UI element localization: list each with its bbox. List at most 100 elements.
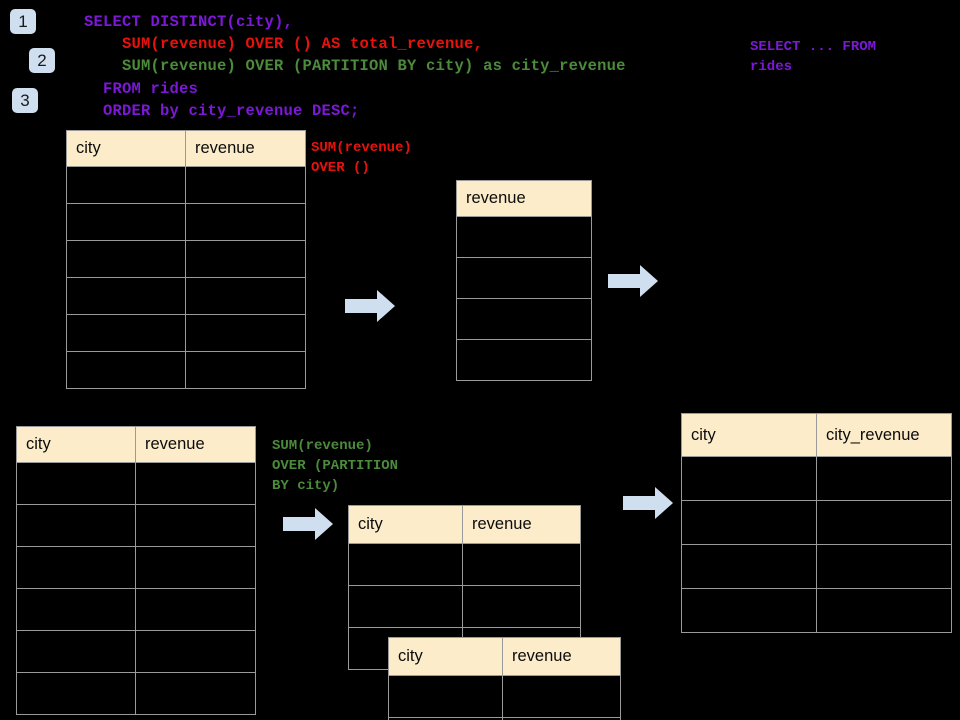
table-row <box>388 717 621 720</box>
cell-revenue <box>135 672 256 715</box>
cell-revenue <box>462 585 581 628</box>
cell-city <box>16 588 136 631</box>
table-row <box>681 588 952 633</box>
city-revenue-result-table: city city_revenue <box>681 413 952 633</box>
cell-city <box>16 462 136 505</box>
column-header-city-revenue: city_revenue <box>816 413 952 457</box>
cell-revenue <box>456 216 592 258</box>
cell-city <box>66 314 186 352</box>
table-row <box>66 351 306 389</box>
table-row <box>66 277 306 315</box>
cell-revenue <box>135 504 256 547</box>
cell-revenue <box>462 543 581 586</box>
arrow-rides-to-partition <box>283 508 333 545</box>
cell-revenue <box>185 314 306 352</box>
cell-city <box>388 675 503 718</box>
cell-city <box>348 543 463 586</box>
cell-revenue <box>185 240 306 278</box>
cell-revenue <box>135 546 256 589</box>
table-row <box>16 546 256 589</box>
sql-line-select-distinct: SELECT DISTINCT(city), <box>84 13 294 31</box>
cell-city <box>66 166 186 204</box>
rides-source-table-top: city revenue <box>66 130 306 389</box>
cell-city <box>348 585 463 628</box>
cell-city <box>16 546 136 589</box>
table-row <box>66 203 306 241</box>
column-header-revenue: revenue <box>135 426 256 463</box>
partition-group-table-front: city revenue <box>388 637 621 720</box>
table-header-row: city revenue <box>348 505 581 544</box>
cell-city <box>681 544 817 589</box>
cell-city <box>681 500 817 545</box>
cell-city-revenue <box>816 544 952 589</box>
sql-line-order-by: ORDER by city_revenue DESC; <box>84 102 360 120</box>
table-row <box>16 462 256 505</box>
cell-revenue <box>185 203 306 241</box>
column-header-revenue: revenue <box>502 637 621 676</box>
cell-revenue <box>502 675 621 718</box>
table-header-row: revenue <box>456 180 592 217</box>
table-header-row: city revenue <box>388 637 621 676</box>
table-row <box>456 339 592 381</box>
cell-revenue <box>456 298 592 340</box>
table-row <box>66 166 306 204</box>
cell-revenue <box>185 277 306 315</box>
column-header-city: city <box>388 637 503 676</box>
table-row <box>66 240 306 278</box>
annotation-select-from-rides: SELECT ... FROM rides <box>750 39 877 75</box>
cell-city <box>681 456 817 501</box>
cell-city <box>16 504 136 547</box>
cell-city <box>66 203 186 241</box>
table-row <box>66 314 306 352</box>
table-row <box>16 588 256 631</box>
table-row <box>681 456 952 501</box>
cell-revenue <box>185 166 306 204</box>
cell-revenue <box>135 462 256 505</box>
cell-revenue <box>502 717 621 720</box>
cell-city <box>66 277 186 315</box>
table-header-row: city revenue <box>66 130 306 167</box>
cell-city <box>16 672 136 715</box>
table-row <box>348 585 581 628</box>
column-header-revenue: revenue <box>456 180 592 217</box>
table-row <box>681 500 952 545</box>
table-row <box>16 630 256 673</box>
table-row <box>388 675 621 718</box>
rides-source-table-bottom: city revenue <box>16 426 256 715</box>
cell-city <box>66 240 186 278</box>
cell-revenue <box>135 588 256 631</box>
sql-line-city-revenue: SUM(revenue) OVER (PARTITION BY city) as… <box>84 57 626 75</box>
sql-line-total-revenue: SUM(revenue) OVER () AS total_revenue, <box>84 35 484 53</box>
table-header-row: city revenue <box>16 426 256 463</box>
annotation-sum-over-empty: SUM(revenue) OVER () <box>311 140 412 176</box>
step-badge-2: 2 <box>29 48 55 73</box>
cell-city-revenue <box>816 500 952 545</box>
table-row <box>16 672 256 715</box>
table-row <box>681 544 952 589</box>
cell-city-revenue <box>816 588 952 633</box>
table-header-row: city city_revenue <box>681 413 952 457</box>
sql-line-from-rides: FROM rides <box>84 80 199 98</box>
cell-city-revenue <box>816 456 952 501</box>
cell-revenue <box>456 339 592 381</box>
cell-city <box>66 351 186 389</box>
total-revenue-table: revenue <box>456 180 592 381</box>
column-header-city: city <box>66 130 186 167</box>
arrow-partition-to-result <box>623 487 673 524</box>
column-header-revenue: revenue <box>185 130 306 167</box>
table-row <box>348 543 581 586</box>
cell-revenue <box>135 630 256 673</box>
table-row <box>456 216 592 258</box>
column-header-city: city <box>681 413 817 457</box>
step-badge-1: 1 <box>10 9 36 34</box>
column-header-city: city <box>16 426 136 463</box>
step-badge-3: 3 <box>12 88 38 113</box>
table-row <box>456 298 592 340</box>
cell-revenue <box>185 351 306 389</box>
arrow-rides-to-total <box>345 290 395 327</box>
arrow-total-to-result <box>608 265 658 302</box>
table-row <box>456 257 592 299</box>
column-header-city: city <box>348 505 463 544</box>
cell-revenue <box>456 257 592 299</box>
